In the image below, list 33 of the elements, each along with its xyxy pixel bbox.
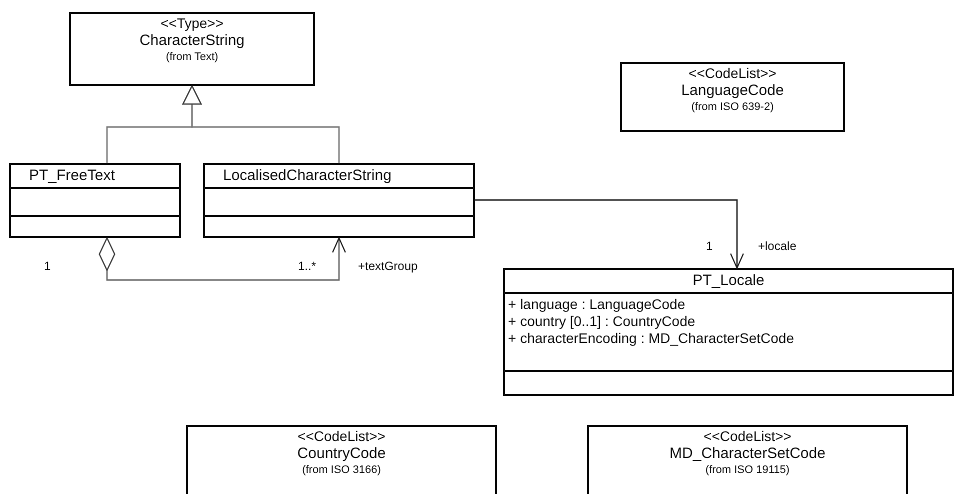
classifier-box: [186, 425, 497, 494]
role-label: +locale: [758, 240, 796, 252]
stereotype-text: <<CodeList>>: [298, 428, 386, 445]
aggregation-arrow: [98, 237, 346, 281]
class-box: [203, 163, 475, 238]
class-box: [9, 163, 181, 238]
package-note: (from ISO 19115): [705, 464, 790, 477]
stereotype-text: <<CodeList>>: [704, 428, 792, 445]
classifier-name: CharacterString: [139, 32, 245, 50]
classifier-name: LanguageCode: [681, 82, 784, 100]
package-note: (from ISO 3166): [302, 464, 381, 477]
package-note: (from Text): [166, 50, 218, 64]
stereotype-text: <<CodeList>>: [688, 65, 776, 82]
multiplicity-label: 1..*: [298, 260, 316, 272]
class-name: PT_Locale: [505, 270, 952, 294]
classifier-box: [69, 12, 315, 86]
attribute-text: + characterEncoding : MD_CharacterSetCode: [508, 330, 795, 346]
multiplicity-label: 1: [706, 240, 713, 252]
class-name: PT_FreeText: [11, 165, 179, 189]
classifier-box: [587, 425, 908, 494]
stereotype-text: <<Type>>: [160, 15, 224, 32]
classifier-name: MD_CharacterSetCode: [670, 444, 826, 463]
role-label: +textGroup: [358, 260, 418, 272]
class-box: [503, 268, 954, 396]
package-note: (from ISO 639-2): [691, 100, 774, 114]
classifier-name: CountryCode: [297, 444, 386, 463]
attribute-text: + country [0..1] : CountryCode: [508, 312, 696, 330]
multiplicity-label: 1: [44, 260, 51, 272]
generalization-arrow: [182, 85, 340, 163]
association-arrow: [475, 199, 744, 269]
class-name: LocalisedCharacterString: [205, 165, 473, 189]
attribute-text: + language : LanguageCode: [508, 296, 686, 313]
classifier-box: [620, 62, 845, 132]
